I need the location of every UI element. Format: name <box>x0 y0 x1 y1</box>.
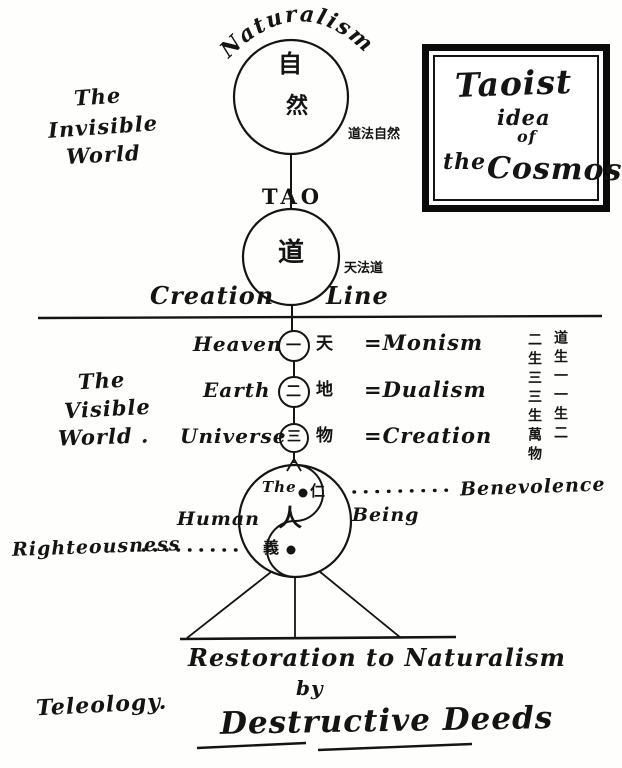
row-universe-label: Universe <box>180 424 287 448</box>
human-the-label: The <box>262 478 297 496</box>
title-box-inner-border <box>433 55 599 201</box>
yang-dot <box>298 488 308 498</box>
yi-char: 義 <box>263 538 280 557</box>
tao-side-note: 天法道 <box>344 261 384 276</box>
title-box: Taoist idea of the Cosmos <box>422 44 622 212</box>
human-label: Human <box>177 508 260 530</box>
naturalism-char-ran: 然 <box>286 94 309 119</box>
verse-left-column: 二生三三生萬物 <box>526 332 542 465</box>
title-line-the: the <box>443 149 487 175</box>
title-line-idea: idea <box>497 105 551 130</box>
creation-line <box>37 314 603 320</box>
creation-word: Creation <box>150 281 275 310</box>
yin-yang-curve <box>266 464 324 578</box>
fan-line-right <box>318 570 402 639</box>
verse-right-column: 道生一一生二 <box>552 330 568 444</box>
ren-char: 仁 <box>310 482 326 500</box>
underline-destructive <box>196 741 307 750</box>
restoration-bar <box>179 635 457 641</box>
naturalism-char-zi: 自 <box>278 50 302 78</box>
row-heaven-char: 天 <box>316 334 333 354</box>
row-earth-equals: =Dualism <box>364 377 487 402</box>
invisible-world-line1: The <box>73 82 123 111</box>
tao-char: 道 <box>278 238 305 268</box>
title-line-taoist: Taoist <box>454 61 573 106</box>
row-earth-char: 地 <box>316 380 333 400</box>
title-line-of: of <box>517 127 537 146</box>
row-heaven-equals: =Monism <box>364 330 484 355</box>
visible-world-line3: World . <box>57 422 150 451</box>
invisible-world-line3: World <box>65 140 142 169</box>
underline-deeds <box>317 742 473 752</box>
yin-dot <box>286 545 296 555</box>
row-heaven-symbol: 一 <box>286 336 302 354</box>
destructive-deeds-label: Destructive Deeds <box>219 700 554 742</box>
row-earth-symbol: 二 <box>286 382 302 400</box>
tao-label: TAO <box>262 184 324 209</box>
naturalism-side-note: 道法自然 <box>348 127 401 142</box>
line-word: Line <box>326 281 389 310</box>
visible-world-line1: The <box>77 366 126 395</box>
restoration-label: Restoration to Naturalism <box>188 643 566 672</box>
by-label: by <box>296 676 324 700</box>
being-label: Being <box>352 504 420 526</box>
benevolence-dotted-line <box>352 488 458 494</box>
row-universe-char: 物 <box>316 426 333 446</box>
title-line-cosmos: Cosmos <box>486 150 622 189</box>
row-universe-symbol: 三 <box>287 429 301 445</box>
arrowhead <box>286 457 302 472</box>
fan-line-left <box>186 571 272 639</box>
person-char: 人 <box>278 504 302 532</box>
benevolence-label: Benevolence <box>459 473 606 501</box>
row-heaven-label: Heaven <box>193 332 283 356</box>
row-earth-label: Earth <box>203 378 271 402</box>
visible-world-line2: Visible <box>63 393 152 424</box>
teleology-label: Teleology. <box>35 688 168 722</box>
row-universe-equals: =Creation <box>364 423 493 448</box>
